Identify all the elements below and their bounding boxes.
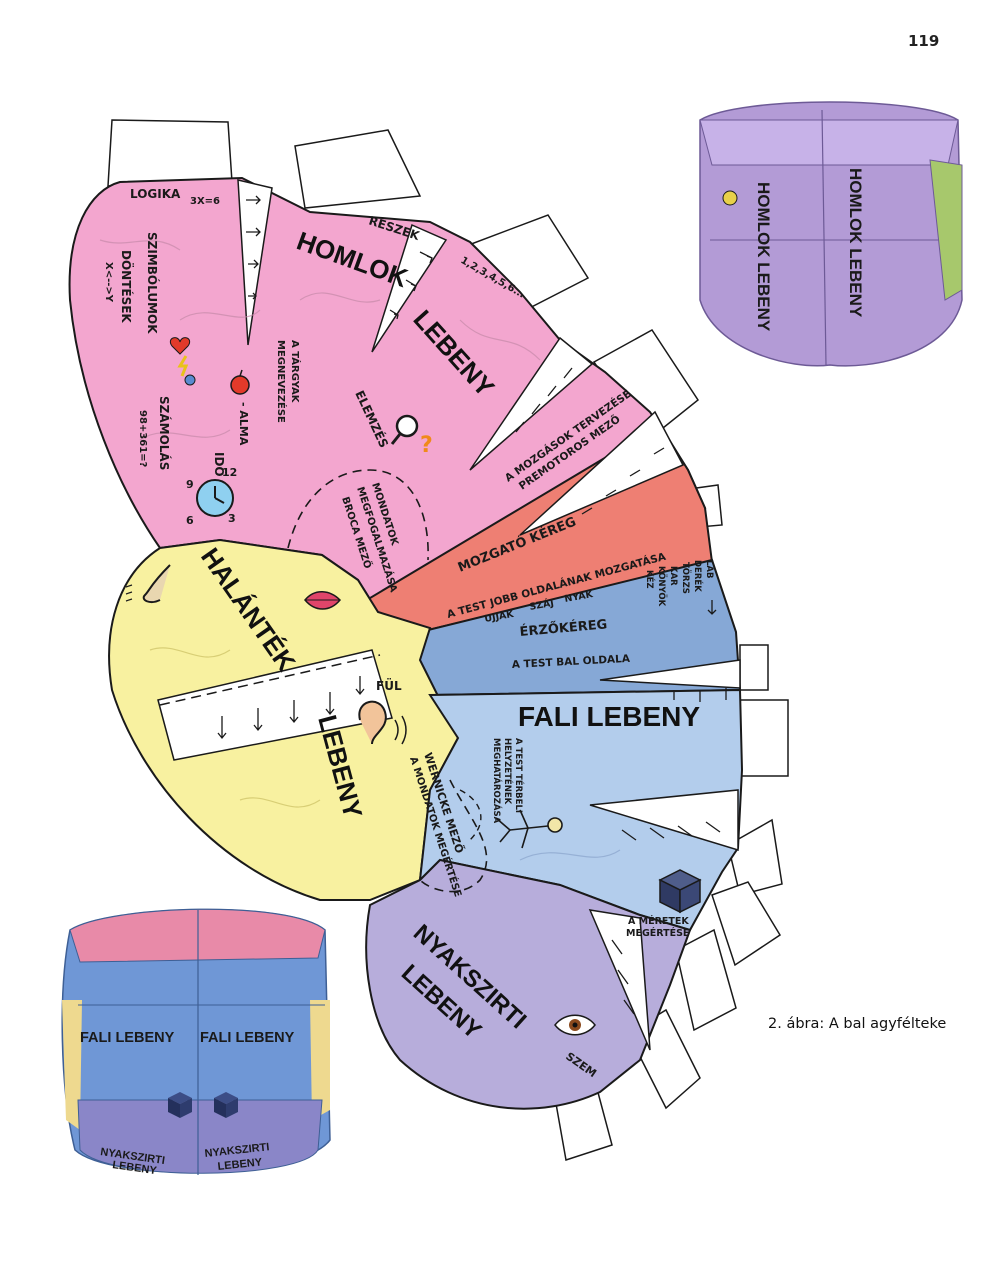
eye-icon xyxy=(554,1014,596,1036)
fold-strip-arrows xyxy=(217,676,365,740)
clock-9: 9 xyxy=(186,478,194,491)
nose-icon xyxy=(125,564,171,604)
clock-6: 6 xyxy=(186,514,194,527)
counting-formula: 98+361=? xyxy=(137,410,148,468)
folded-model-photo-bottom: FALI LEBENY FALI LEBENY NYAKSZIRTI LEBEN… xyxy=(61,908,331,1177)
naming-label-2: MEGNEVEZÉSE xyxy=(275,340,288,423)
sensory-body-leg: LÁB xyxy=(704,560,716,578)
sensory-item-fingers: UJJAK xyxy=(484,609,516,625)
apple-label: - ALMA xyxy=(237,402,250,446)
logic-formula: 3X=6 xyxy=(190,196,220,207)
lips-icon xyxy=(304,591,342,610)
broca-dashed-border xyxy=(287,469,429,561)
photo-top-label-1: HOMLOK LEBENY xyxy=(754,182,773,332)
sensory-title: ÉRZŐKÉREG xyxy=(519,616,608,640)
figure-caption: 2. ábra: A bal agyfélteke xyxy=(768,1016,947,1032)
magnifier-icon xyxy=(390,414,419,445)
sensory-item-mouth: SZÁJ xyxy=(528,597,554,613)
photo-bottom-label-1: FALI LEBENY xyxy=(80,1030,175,1046)
dart-arrow-marks xyxy=(246,195,727,1015)
spatial-label-3: MEGHATÁROZÁSA xyxy=(491,738,503,824)
symbols-label: SZIMBÓLUMOK xyxy=(145,232,160,334)
sensory-body-hand: KÉZ xyxy=(644,570,656,589)
photo-bottom-label-2: FALI LEBENY xyxy=(200,1030,295,1046)
brain-wrinkles xyxy=(99,239,541,441)
decision-formula: X<-->Y xyxy=(103,262,114,303)
clock-12: 12 xyxy=(222,466,237,479)
temporal-fold-strip xyxy=(157,649,393,761)
time-label: IDŐ xyxy=(212,452,227,477)
fold-darts xyxy=(237,179,741,1051)
ear-icon xyxy=(358,700,407,745)
sensory-item-neck: NYAK xyxy=(564,589,595,605)
logic-label: LOGIKA xyxy=(130,187,181,201)
page-number: 119 xyxy=(908,32,940,50)
size-label-2: MEGÉRTÉSE xyxy=(626,927,689,939)
symbols-icons xyxy=(169,337,196,386)
apple-icon xyxy=(230,369,250,395)
sensory-body-elbow: KÖNYÖK xyxy=(656,566,667,607)
wernicke-dashed-border xyxy=(419,779,488,893)
photo-bottom-label-6: LEBENY xyxy=(217,1156,263,1173)
spatial-label-1: A TEST TÉRBELI xyxy=(513,738,525,813)
stick-figure-icon xyxy=(495,809,563,849)
counting-label: SZÁMOLÁS xyxy=(157,396,172,470)
clock-3: 3 xyxy=(228,512,236,525)
question-icon: ? xyxy=(420,433,433,458)
parietal-title: FALI LEBENY xyxy=(518,701,700,732)
size-label-1: A MÉRETEK xyxy=(628,915,689,927)
decisions-label: DÖNTÉSEK xyxy=(119,250,134,323)
spatial-label-2: HELYZETÉNEK xyxy=(502,738,514,805)
clock-icon xyxy=(196,479,234,517)
ear-label: FÜL xyxy=(376,678,402,693)
cube-icon xyxy=(658,869,702,914)
naming-label-1: A TÁRGYAK xyxy=(289,340,302,404)
sensory-body-arm: KAR xyxy=(668,566,678,586)
folded-model-photo-top: HOMLOK LEBENY HOMLOK LEBENY xyxy=(699,101,963,367)
photo-top-label-2: HOMLOK LEBENY xyxy=(846,168,865,318)
sensory-body-torso: TÖRZS xyxy=(680,562,691,594)
sensory-body-waist: DERÉK xyxy=(692,560,704,592)
